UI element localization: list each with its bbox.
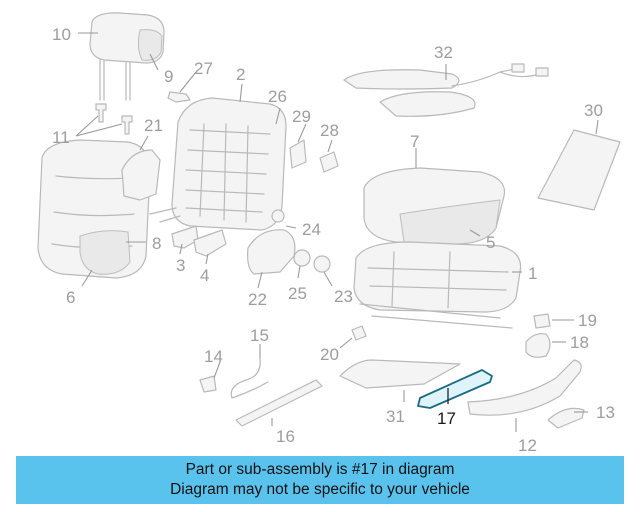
callout-8: 8 (152, 234, 161, 253)
callout-6: 6 (66, 288, 75, 307)
callout-21: 21 (144, 116, 163, 135)
part-side-cover (247, 229, 296, 275)
part-cable-15 (230, 357, 269, 399)
callout-24: 24 (302, 220, 321, 239)
callout-13: 13 (596, 403, 615, 422)
callout-20: 20 (320, 345, 339, 364)
part-pad-30 (537, 129, 621, 211)
callout-15: 15 (250, 326, 269, 345)
callout-18: 18 (570, 333, 589, 352)
callout-22: 22 (248, 290, 267, 309)
part-bracket-13 (547, 407, 585, 429)
leader-lines (75, 32, 599, 432)
part-knob-23 (313, 255, 331, 273)
part-headrest-guides (95, 103, 133, 135)
callout-17: 17 (437, 409, 456, 428)
callout-3: 3 (176, 256, 185, 275)
callout-26: 26 (268, 87, 287, 106)
callout-27: 27 (194, 59, 213, 78)
callout-31: 31 (386, 407, 405, 426)
part-17-highlight (417, 369, 493, 409)
callout-4: 4 (200, 266, 209, 285)
callout-12: 12 (518, 436, 537, 455)
part-bracket-4 (193, 229, 227, 257)
callout-7: 7 (410, 132, 419, 151)
callout-labels: 1 2 3 4 5 6 7 8 9 10 11 12 13 14 15 16 1… (52, 25, 615, 455)
part-side-bracket (121, 149, 161, 201)
part-bolt-20 (351, 325, 367, 341)
callout-10: 10 (52, 25, 71, 44)
part-knob-24 (271, 209, 285, 223)
callout-1: 1 (528, 264, 537, 283)
callout-28: 28 (320, 121, 339, 140)
part-lever-14 (199, 375, 217, 393)
callout-19: 19 (578, 311, 597, 330)
banner-line-1: Part or sub-assembly is #17 in diagram (185, 461, 455, 478)
callout-23: 23 (334, 287, 353, 306)
callout-32: 32 (434, 43, 453, 62)
part-seat-frame (353, 241, 522, 329)
callout-5: 5 (486, 233, 495, 252)
part-seatback-frame (149, 97, 287, 231)
part-trim-29 (289, 139, 307, 169)
callout-25: 25 (288, 284, 307, 303)
part-clip-27 (167, 91, 191, 103)
part-bracket-3 (171, 225, 199, 249)
callout-2: 2 (236, 65, 245, 84)
part-heater-harness (343, 63, 549, 117)
banner-line-2: Diagram may not be specific to your vehi… (170, 481, 470, 498)
part-trim-16 (235, 379, 323, 427)
part-panel-31 (339, 359, 461, 389)
info-banner: Part or sub-assembly is #17 in diagram D… (16, 456, 624, 504)
callout-9: 9 (164, 67, 173, 86)
part-seat-cushion (363, 167, 506, 245)
callout-29: 29 (292, 107, 311, 126)
part-motor-18 (525, 333, 551, 358)
part-rail-12 (467, 359, 582, 416)
part-ring-25 (293, 249, 311, 267)
part-headrest (89, 12, 165, 101)
part-clip-19 (533, 313, 551, 329)
callout-16: 16 (276, 427, 295, 446)
callout-30: 30 (584, 101, 603, 120)
callout-11: 11 (52, 128, 70, 147)
callout-14: 14 (204, 347, 223, 366)
part-switch-28 (319, 151, 339, 173)
